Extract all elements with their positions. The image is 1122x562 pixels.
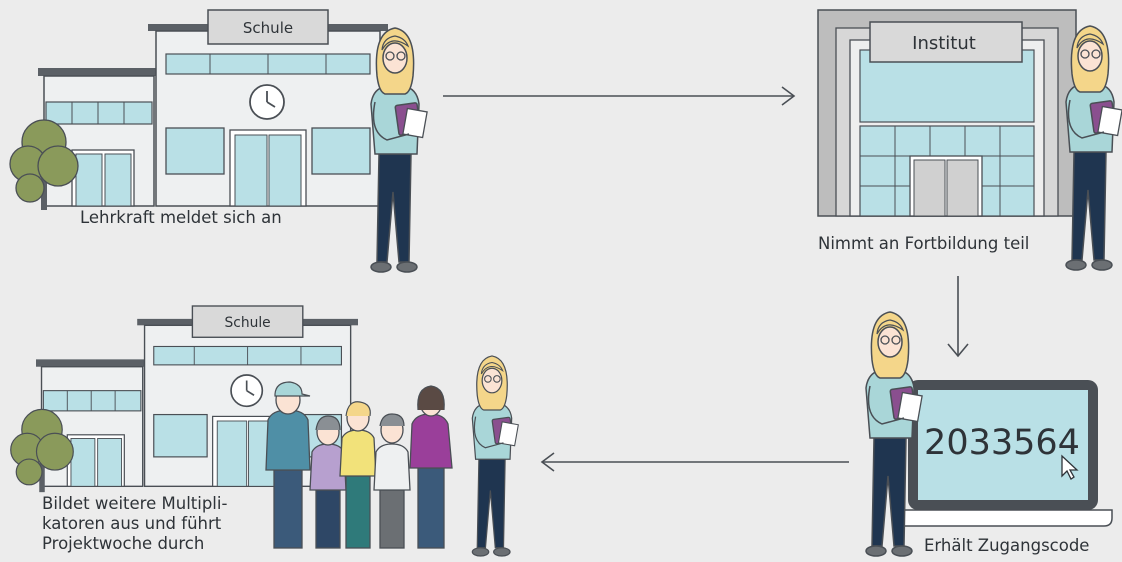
teacher-figure-4 [471, 355, 519, 557]
caption-multiply-line-2: katoren aus und führt [42, 514, 222, 533]
caption-multiply-line-3: Projektwoche durch [42, 534, 205, 553]
teacher-figure-2 [1065, 25, 1122, 271]
student-figure [373, 413, 411, 549]
student-figure [339, 401, 377, 549]
student-figure [265, 381, 311, 549]
cursor-icon [1061, 454, 1079, 480]
clock-icon [230, 374, 264, 408]
school-sign-label-2: Schule [225, 315, 271, 331]
teacher-figure-1 [370, 27, 428, 273]
institute-sign-label: Institut [912, 33, 976, 54]
school-building-top: Schule [37, 9, 389, 207]
clock-icon [249, 84, 285, 120]
arrow-down-icon [947, 276, 969, 358]
caption-multiply-line-1: Bildet weitere Multipli- [42, 494, 228, 513]
caption-register: Lehrkraft meldet sich an [80, 208, 282, 227]
caption-multiply: Bildet weitere Multipli- katoren aus und… [42, 494, 272, 554]
arrow-left-icon [540, 452, 849, 472]
caption-training: Nimmt an Fortbildung teil [818, 234, 1030, 253]
student-figure [409, 385, 453, 549]
arrow-right-icon [443, 86, 796, 106]
student-group [265, 381, 453, 549]
school-building-bottom: Schule [35, 305, 359, 488]
school-sign-label: Schule [243, 19, 293, 37]
institute-building: Institut [817, 9, 1077, 217]
laptop: 2033564 [891, 380, 1113, 527]
access-code: 2033564 [924, 423, 1080, 463]
student-figure [309, 415, 347, 549]
caption-code: Erhält Zugangscode [924, 536, 1090, 555]
